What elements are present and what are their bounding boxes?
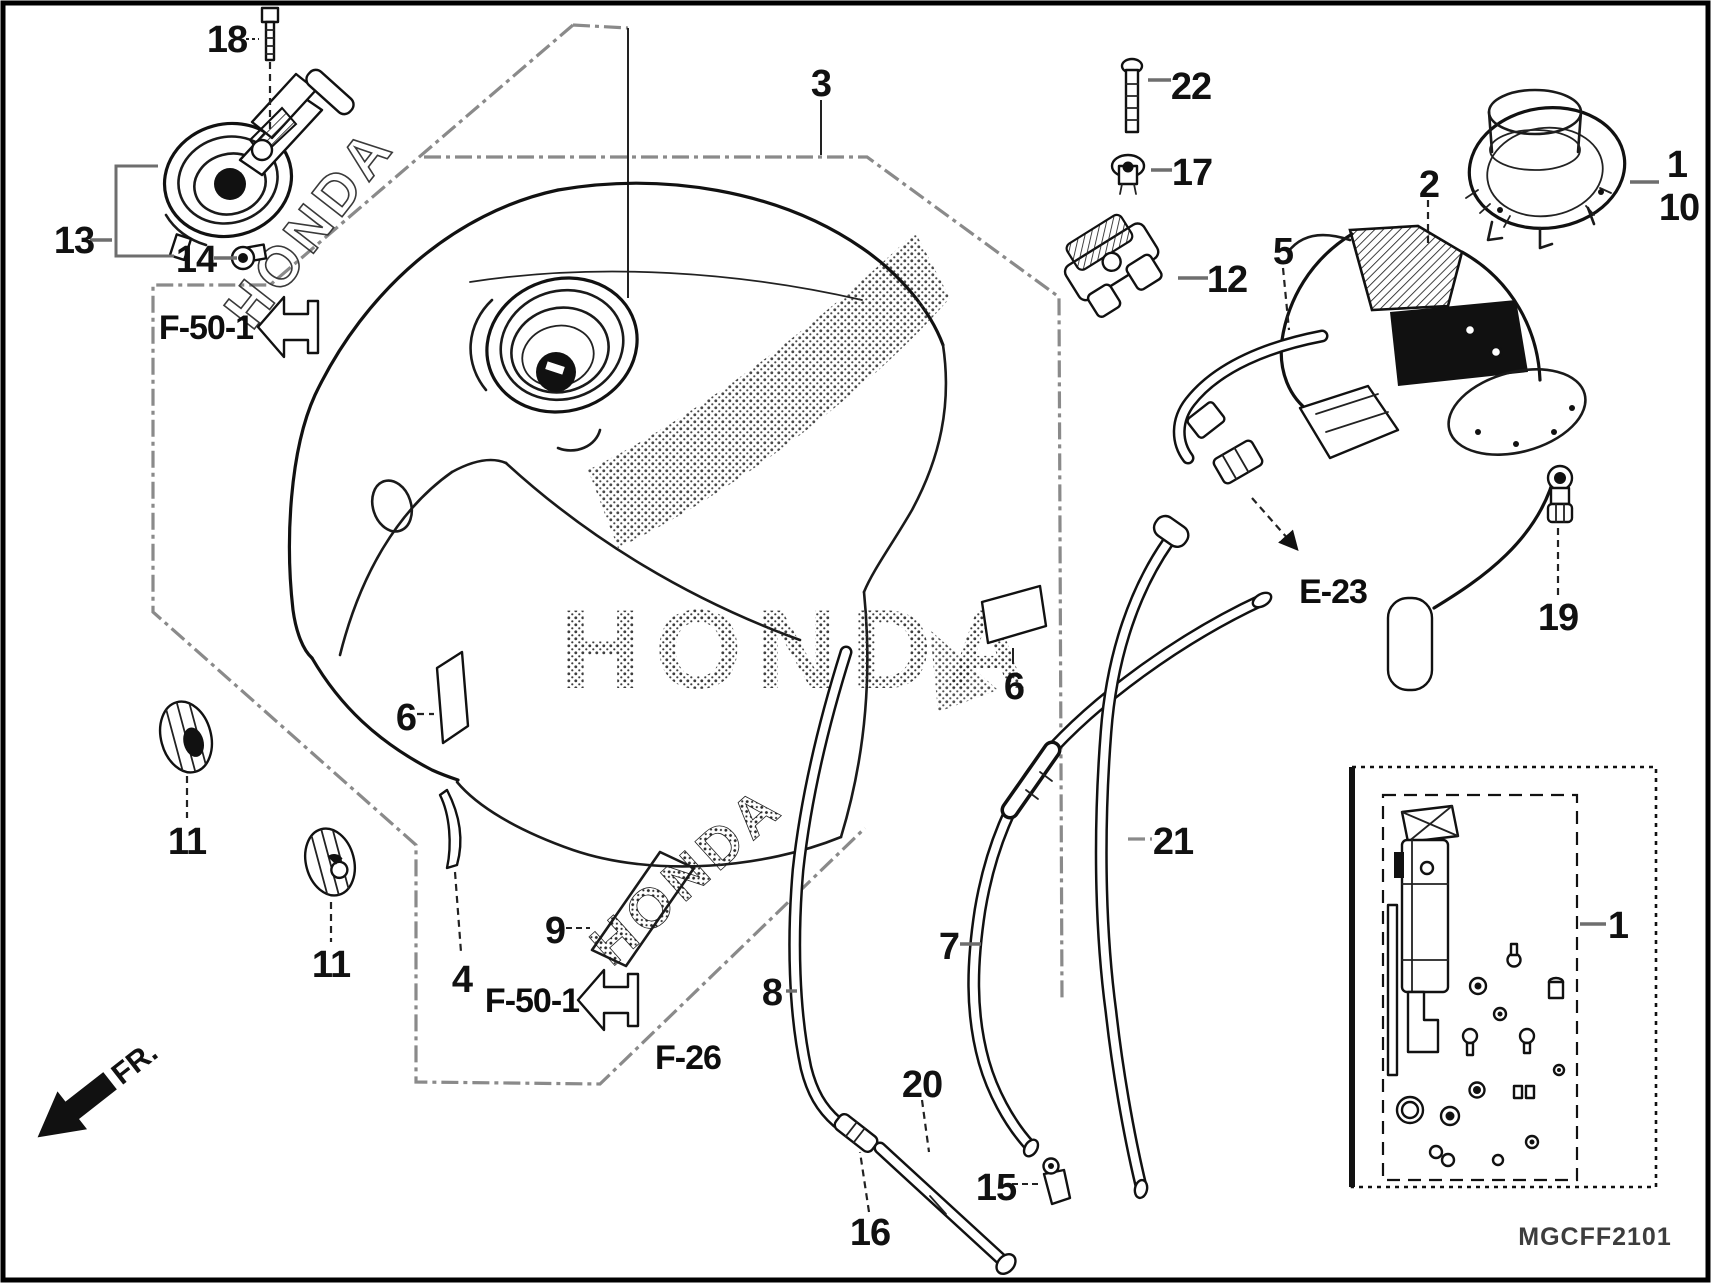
callout-15: 15: [976, 1167, 1017, 1209]
leader-lines: [90, 38, 1659, 1213]
wing-halftone: [588, 232, 950, 548]
callout-4: 4: [452, 959, 473, 1001]
clamp-12: [1063, 213, 1163, 318]
callout-14: 14: [176, 239, 217, 281]
bolt-22: [1120, 57, 1144, 134]
sticker-outline: [590, 850, 696, 968]
grommet-11-upper: [158, 700, 214, 774]
callout-3: 3: [811, 63, 831, 105]
tube-20: [873, 1141, 1017, 1275]
callout-1-inset: 1: [1608, 905, 1629, 947]
fuel-tank: [287, 181, 998, 868]
callout-labels: 18 13 14 3 22 17 12 2 5 1 10 19 6 6 11 1…: [54, 19, 1700, 1254]
callout-10: 10: [1659, 187, 1699, 229]
svg-text:HONDA: HONDA: [578, 773, 795, 977]
assembly-boundary: [151, 23, 1064, 1086]
filler-cap-assembly: [162, 6, 355, 263]
grommet-11-lower: [304, 827, 356, 897]
tube-7: [967, 591, 1273, 1158]
pump-cap-unit: [1465, 88, 1627, 250]
callout-13: 13: [54, 220, 94, 262]
ref-f501-top: F-50-1: [159, 309, 253, 347]
ref-f26: F-26: [655, 1039, 721, 1077]
nut-17: [1110, 153, 1146, 195]
callout-1-top: 1: [1667, 144, 1688, 186]
callout-5: 5: [1273, 231, 1294, 273]
ref-f501-bottom: F-50-1: [485, 982, 579, 1020]
callout-19: 19: [1538, 597, 1578, 639]
e23-arrow: [1251, 497, 1299, 551]
callout-21: 21: [1153, 821, 1194, 863]
fr-direction-arrow: FR.: [37, 1035, 164, 1138]
tube-21: [1094, 514, 1190, 1200]
callout-9: 9: [545, 910, 565, 952]
side-sticker-watermark: HONDA: [577, 772, 795, 977]
callout-7: 7: [939, 926, 959, 968]
pad-6-right: [980, 584, 1048, 645]
filler-neck: [469, 276, 639, 452]
callout-2: 2: [1419, 164, 1439, 206]
fr-label: FR.: [106, 1035, 164, 1091]
callout-16: 16: [850, 1212, 890, 1254]
clip-15: [1042, 1157, 1072, 1206]
diagram-code: MGCFF2101: [1518, 1223, 1671, 1251]
tank-watermark: HONDA: [560, 587, 1041, 712]
tube-8: [788, 645, 879, 1154]
callout-6-left: 6: [396, 697, 416, 739]
callout-11-lower: 11: [312, 944, 351, 986]
callout-6-right: 6: [1004, 666, 1024, 708]
callout-22: 22: [1171, 66, 1211, 108]
callout-18: 18: [207, 19, 247, 61]
inset-kit-box: [1349, 765, 1658, 1189]
ref-arrow-f501-bottom: [576, 968, 640, 1032]
callout-20: 20: [902, 1064, 942, 1106]
callout-17: 17: [1172, 152, 1212, 194]
valve-19: [1546, 464, 1574, 524]
ref-e23: E-23: [1299, 573, 1367, 611]
callout-8: 8: [762, 972, 782, 1014]
cushion-4: [438, 788, 462, 870]
callout-11-upper: 11: [168, 821, 207, 863]
harness-5: [1172, 329, 1329, 551]
pad-6-left: [435, 650, 470, 745]
ref-arrow-f501-top: [256, 295, 320, 359]
callout-12: 12: [1207, 259, 1247, 301]
